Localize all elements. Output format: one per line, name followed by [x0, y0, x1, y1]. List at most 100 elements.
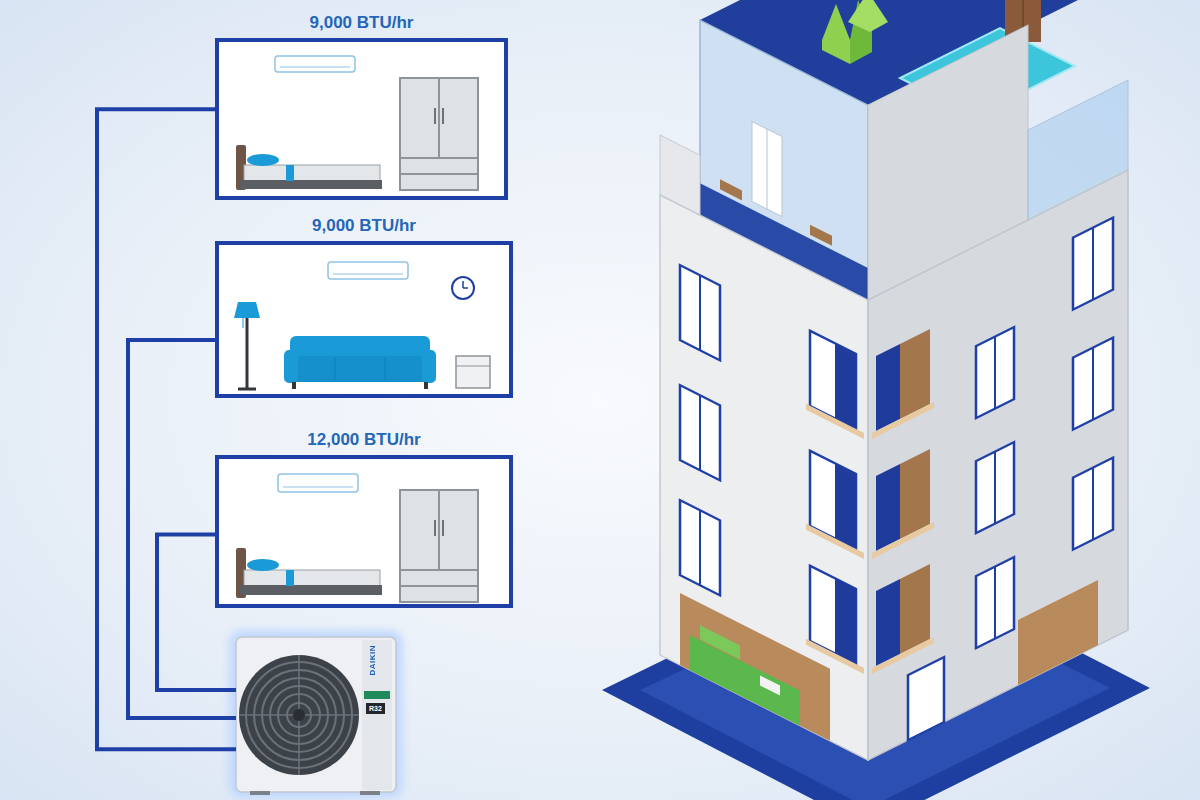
ac-vent — [280, 66, 350, 67]
refrigerant-pipe — [97, 109, 236, 749]
lamp-pole — [246, 318, 249, 388]
bed-base — [240, 585, 382, 595]
lounge-chair — [810, 225, 832, 246]
wall — [660, 195, 868, 760]
living-room-illustration — [217, 243, 511, 396]
wardrobe-door — [438, 78, 440, 158]
sofa-arm — [422, 350, 436, 383]
handle — [434, 108, 436, 124]
fan-hub — [293, 709, 305, 721]
balcony-panel — [900, 449, 930, 539]
sofa-arm — [284, 350, 298, 383]
hedge — [700, 625, 740, 659]
window-mullion — [1092, 468, 1094, 540]
outdoor-unit: DAIKIN R32 — [236, 637, 396, 793]
room-fill — [217, 40, 506, 198]
window-mullion — [1092, 348, 1094, 420]
window-mullion — [994, 567, 996, 639]
window — [1073, 338, 1113, 430]
balcony-slab — [872, 402, 934, 439]
fan-grille — [239, 655, 359, 775]
sofa-leg — [424, 382, 428, 389]
refrigerant-tag: R32 — [366, 703, 385, 714]
window — [680, 265, 720, 360]
glass-door — [752, 121, 782, 216]
building-left-face — [660, 0, 868, 760]
handle — [434, 520, 436, 536]
wardrobe-drawer — [400, 157, 478, 159]
room-fill — [217, 457, 511, 606]
capacity-label: 9,000 BTU/hr — [312, 216, 416, 236]
balcony-recess — [876, 344, 900, 431]
tree — [848, 0, 888, 32]
sofa-seat — [290, 356, 430, 382]
window-mullion — [1092, 228, 1094, 300]
lamp-string — [243, 318, 244, 328]
clock-hand — [462, 281, 464, 288]
pillow — [247, 559, 279, 571]
window — [680, 500, 720, 595]
wall-clock — [452, 277, 474, 299]
lounge-chair — [720, 179, 742, 200]
wardrobe-door — [438, 490, 440, 570]
wardrobe-drawer — [400, 585, 478, 587]
building-right-face — [868, 0, 1128, 760]
bench — [760, 676, 780, 696]
room-box: 12,000 BTU/hr — [215, 455, 513, 608]
side-panel — [362, 640, 392, 790]
table-drawer — [456, 365, 490, 366]
ground-recess — [680, 593, 830, 741]
brand-logo: DAIKIN — [368, 645, 378, 676]
side-table — [456, 356, 490, 388]
balcony-slab — [806, 404, 864, 439]
ac-unit — [275, 56, 355, 72]
balcony-door — [835, 578, 856, 664]
garden — [690, 635, 800, 726]
outdoor-unit-illustration — [230, 631, 402, 797]
capacity-label: 9,000 BTU/hr — [310, 13, 414, 33]
window — [1073, 458, 1113, 550]
sofa-leg — [292, 382, 296, 389]
unit-foot — [360, 791, 380, 795]
ac-unit — [278, 474, 358, 492]
door-line — [766, 129, 767, 209]
ac-vent — [333, 273, 403, 274]
mattress — [244, 570, 380, 586]
balcony-door — [835, 463, 856, 549]
mattress — [244, 165, 380, 181]
capacity-label: 12,000 BTU/hr — [307, 430, 420, 450]
clock-hand — [463, 287, 468, 289]
window — [1073, 218, 1113, 310]
wardrobe — [400, 490, 478, 602]
window — [680, 385, 720, 480]
bedroom-illustration — [217, 457, 511, 606]
unit-stripe — [364, 691, 390, 699]
lamp-shade — [234, 302, 260, 318]
window — [976, 327, 1014, 418]
ground-opening — [1018, 580, 1098, 685]
window — [976, 442, 1014, 533]
wardrobe-drawer — [400, 173, 478, 175]
ground-window — [908, 657, 944, 740]
balcony-slab — [806, 524, 864, 559]
blanket-stripe — [286, 570, 294, 586]
room-box: 9,000 BTU/hr — [215, 38, 508, 200]
balcony-panel — [900, 564, 930, 654]
bedroom-illustration — [217, 40, 506, 198]
balcony-panel — [900, 329, 930, 419]
wardrobe — [400, 78, 478, 190]
balcony-door — [835, 343, 856, 429]
handle — [442, 108, 444, 124]
balcony-slab — [872, 522, 934, 559]
ac-vent — [283, 486, 353, 487]
ac-unit — [328, 262, 408, 279]
tree — [822, 4, 850, 64]
handle — [442, 520, 444, 536]
blanket-stripe — [286, 165, 294, 181]
room-fill — [217, 243, 511, 396]
window-mullion — [699, 395, 701, 470]
pillow — [247, 154, 279, 166]
sofa-seam — [334, 358, 336, 380]
